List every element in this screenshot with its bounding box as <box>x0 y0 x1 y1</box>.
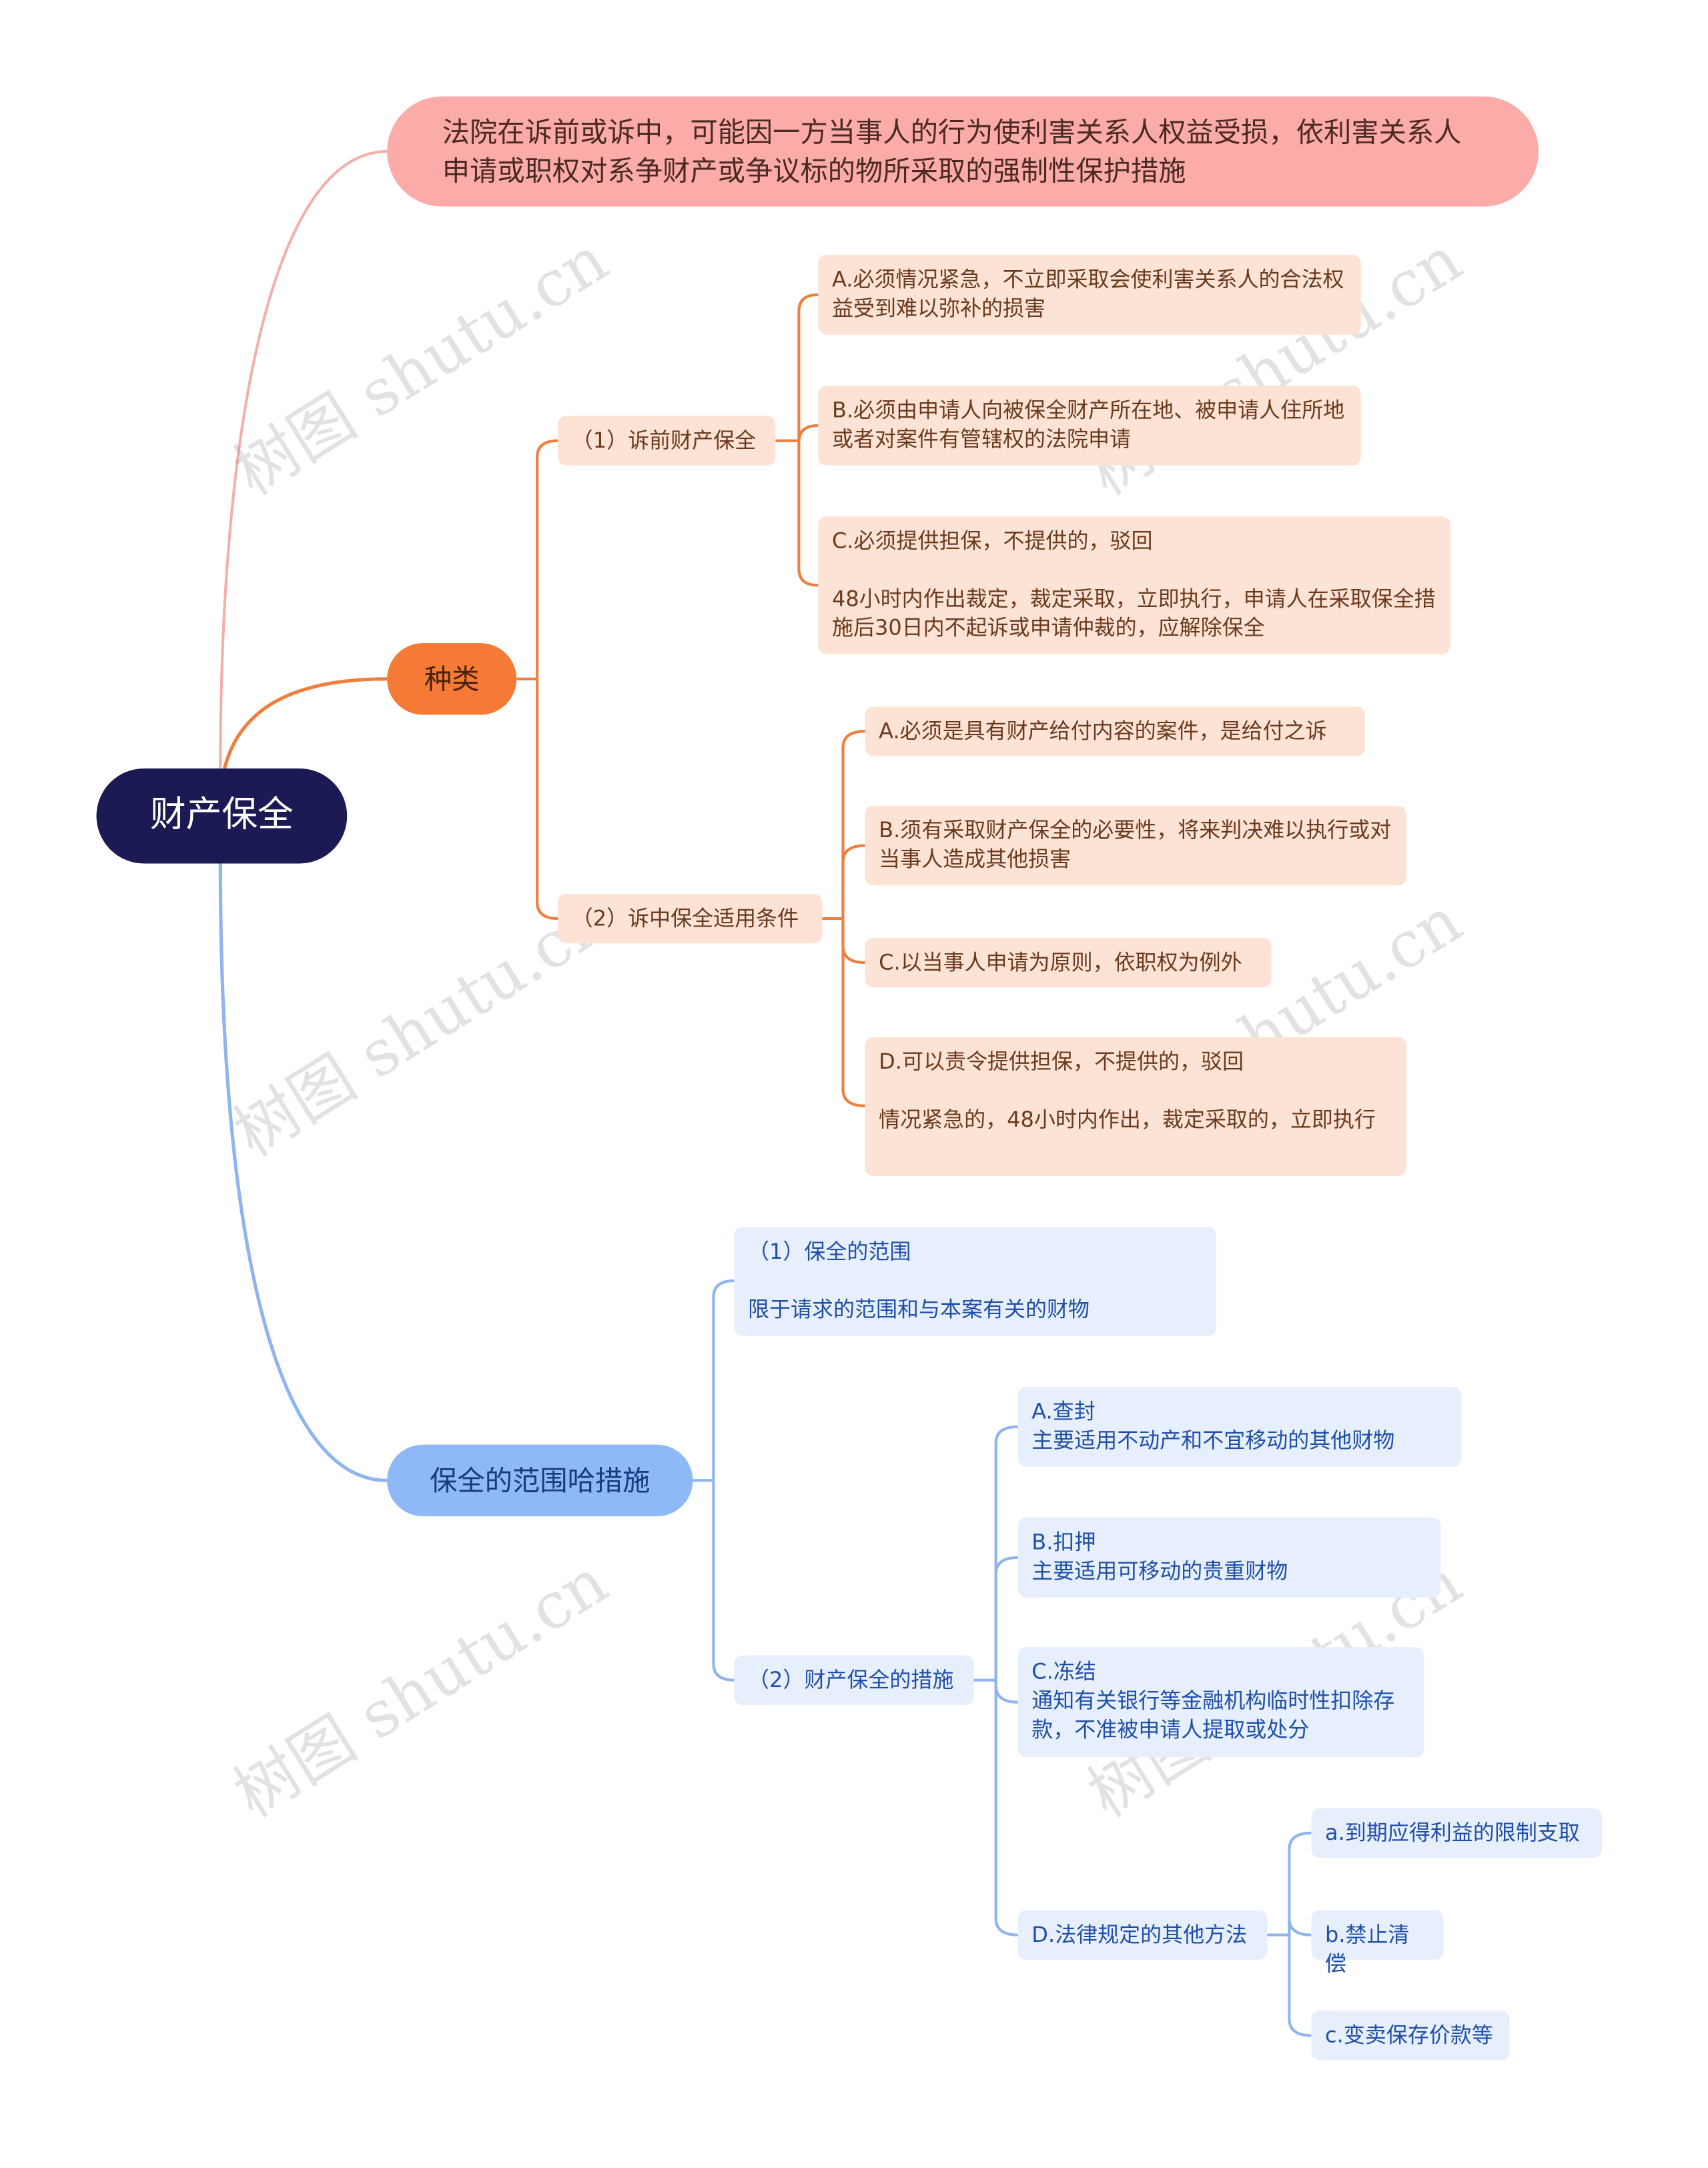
connector-line <box>841 919 865 1107</box>
root-node[interactable]: 财产保全 <box>96 768 348 864</box>
pre-litigation-node[interactable]: （1）诉前财产保全 <box>558 416 776 466</box>
connector-line <box>994 1425 1018 1680</box>
connector-line <box>536 678 558 921</box>
connector-line <box>712 1279 735 1481</box>
during-item-c[interactable]: C.以当事人申请为原则，依职权为例外 <box>865 937 1272 988</box>
pre-item-c[interactable]: C.必须提供担保，不提供的，驳回 48小时内作出裁定，裁定采取，立即执行，申请人… <box>818 516 1450 654</box>
pre-item-a[interactable]: A.必须情况紧急，不立即采取会使利害关系人的合法权益受到难以弥补的损害 <box>818 254 1361 335</box>
connector-line <box>1288 1831 1312 1935</box>
connector-line <box>994 1680 1018 1704</box>
definition-node[interactable]: 法院在诉前或诉中，可能因一方当事人的行为使利害关系人权益受损，依利害关系人申请或… <box>387 96 1539 207</box>
connector-line <box>218 863 388 1482</box>
during-item-a[interactable]: A.必须是具有财产给付内容的案件，是给付之诉 <box>865 706 1365 756</box>
types-node[interactable]: 种类 <box>387 643 517 715</box>
connector-line <box>712 1480 735 1682</box>
other-method-c[interactable]: c.变卖保存价款等 <box>1311 2011 1510 2061</box>
scope-range-node[interactable]: （1）保全的范围 限于请求的范围和与本案有关的财物 <box>734 1227 1216 1336</box>
connector-line <box>841 919 865 965</box>
connector-line <box>797 293 819 441</box>
connector-line <box>1288 1935 1312 2037</box>
connector-line <box>536 439 558 679</box>
connector-line <box>994 1556 1018 1680</box>
measure-a[interactable]: A.查封 主要适用不动产和不宜移动的其他财物 <box>1017 1386 1462 1467</box>
pre-item-b[interactable]: B.必须由申请人向被保全财产所在地、被申请人住所地或者对案件有管辖权的法院申请 <box>818 386 1361 466</box>
measure-b[interactable]: B.扣押 主要适用可移动的贵重财物 <box>1017 1518 1441 1598</box>
during-litigation-node[interactable]: （2）诉中保全适用条件 <box>558 893 823 944</box>
other-method-a[interactable]: a.到期应得利益的限制支取 <box>1311 1808 1603 1858</box>
measures-node[interactable]: （2）财产保全的措施 <box>734 1655 974 1705</box>
connector-line <box>223 677 388 769</box>
connector-line <box>1288 1918 1312 1937</box>
connector-line <box>994 1680 1018 1937</box>
other-method-b[interactable]: b.禁止清偿 <box>1311 1910 1444 1977</box>
measure-d[interactable]: D.法律规定的其他方法 <box>1017 1910 1268 1960</box>
connector-line <box>797 424 819 442</box>
measure-c[interactable]: C.冻结 通知有关银行等金融机构临时性扣除存款，不准被申请人提取或处分 <box>1017 1647 1424 1758</box>
scope-node[interactable]: 保全的范围哈措施 <box>387 1444 693 1517</box>
connector-line <box>797 440 819 587</box>
connector-line <box>841 730 865 919</box>
connector-line <box>841 844 865 919</box>
during-item-b[interactable]: B.须有采取财产保全的必要性，将来判决难以执行或对当事人造成其他损害 <box>865 805 1406 886</box>
during-item-d[interactable]: D.可以责令提供担保，不提供的，驳回 情况紧急的，48小时内作出，裁定采取的，立… <box>865 1037 1406 1177</box>
connector-line <box>219 150 388 768</box>
